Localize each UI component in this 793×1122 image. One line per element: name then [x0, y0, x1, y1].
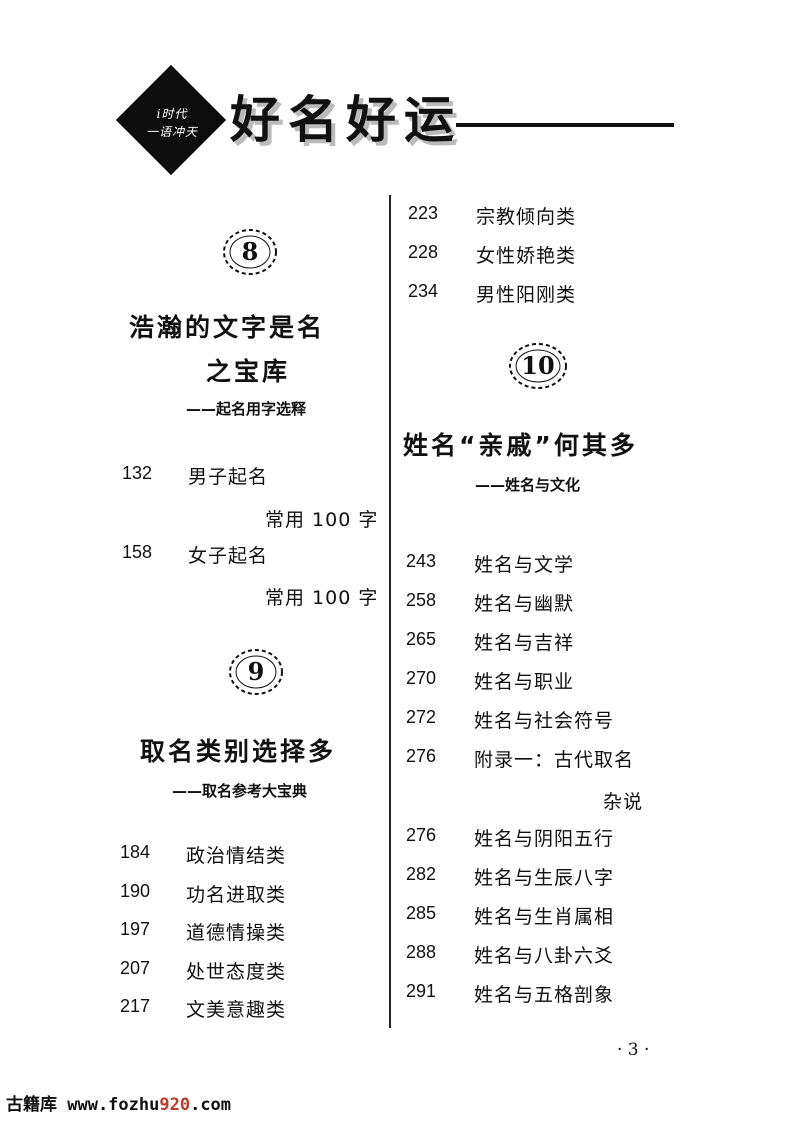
toc-label: 道德情操类 [186, 922, 287, 944]
column-divider [389, 195, 391, 1028]
toc-label: 附录一：古代取名 [474, 749, 635, 771]
toc-label: 姓名与阴阳五行 [474, 828, 615, 850]
toc-label: 男子起名 [188, 466, 269, 488]
toc-page: 285 [406, 903, 437, 923]
toc-page: 132 [122, 463, 153, 483]
toc-label-continued: 常用 100 字 [265, 509, 379, 531]
header-rule [456, 123, 674, 127]
toc-label: 姓名与社会符号 [474, 710, 615, 732]
toc-label: 姓名与吉祥 [474, 632, 575, 654]
chapter-9-subtitle: ——取名参考大宝典 [172, 782, 308, 800]
toc-label: 姓名与职业 [474, 671, 575, 693]
toc-label: 女子起名 [188, 545, 269, 567]
toc-label: 姓名与文学 [474, 554, 575, 576]
toc-page: 243 [406, 551, 437, 571]
chapter-number: 10 [521, 351, 555, 380]
chapter-8-title-line-2: 之宝库 [206, 357, 291, 386]
chapter-9-ornament: 9 [224, 644, 288, 700]
wreath-icon [229, 649, 283, 695]
chapter-10-ornament: 10 [506, 338, 570, 394]
toc-page: 217 [120, 996, 151, 1016]
toc-label-continued: 杂说 [603, 791, 644, 813]
toc-label: 文美意趣类 [186, 999, 287, 1021]
wreath-icon [509, 343, 567, 389]
toc-label: 姓名与生辰八字 [474, 867, 615, 889]
page-number: · 3 · [617, 1040, 650, 1060]
toc-label-continued: 常用 100 字 [265, 587, 379, 609]
toc-page: 276 [406, 825, 437, 845]
chapter-8-ornament: 8 [218, 224, 282, 280]
toc-page: 270 [406, 668, 437, 688]
toc-label: 男性阳刚类 [476, 284, 577, 306]
toc-page: 234 [408, 281, 439, 301]
toc-page: 223 [408, 203, 439, 223]
toc-page: 184 [120, 842, 151, 862]
toc-page: 291 [406, 981, 437, 1001]
badge-line-2: 一语冲天 [145, 125, 198, 139]
toc-page: 272 [406, 707, 437, 727]
chapter-8-subtitle: ——起名用字选释 [186, 400, 307, 418]
toc-page: 276 [406, 746, 437, 766]
chapter-number: 8 [241, 237, 259, 266]
toc-label: 姓名与生肖属相 [474, 906, 615, 928]
watermark: 古籍库 www.fozhu920.com [6, 1090, 231, 1115]
toc-label: 女性娇艳类 [476, 245, 577, 267]
toc-page: 197 [120, 919, 151, 939]
badge-line-1: i时代 [156, 107, 188, 121]
chapter-8-title-line-1: 浩瀚的文字是名 [129, 313, 326, 342]
toc-label: 处世态度类 [186, 961, 287, 983]
toc-page: 282 [406, 864, 437, 884]
chapter-10-subtitle: ——姓名与文化 [475, 476, 581, 494]
toc-page: 288 [406, 942, 437, 962]
toc-page: 190 [120, 881, 151, 901]
watermark-prefix: 古籍库 www.fozhu [6, 1095, 160, 1115]
header-badge: i时代 一语冲天 [115, 64, 227, 176]
toc-page: 158 [122, 542, 153, 562]
watermark-highlight: 920 [159, 1095, 191, 1115]
toc-label: 姓名与八卦六爻 [474, 945, 615, 967]
chapter-number: 9 [247, 657, 265, 686]
wreath-icon [223, 229, 277, 275]
toc-label: 姓名与幽默 [474, 593, 575, 615]
chapter-10-title: 姓名“亲戚”何其多 [403, 431, 638, 460]
toc-label: 功名进取类 [186, 884, 287, 906]
toc-label: 政治情结类 [186, 845, 287, 867]
toc-label: 姓名与五格剖象 [474, 984, 615, 1006]
book-title: 好名好运 [230, 90, 462, 149]
toc-page: 258 [406, 590, 437, 610]
toc-label: 宗教倾向类 [476, 206, 577, 228]
toc-page: 265 [406, 629, 437, 649]
toc-page: 207 [120, 958, 151, 978]
toc-page: 228 [408, 242, 439, 262]
watermark-suffix: .com [190, 1095, 232, 1115]
chapter-9-title: 取名类别选择多 [140, 737, 337, 766]
